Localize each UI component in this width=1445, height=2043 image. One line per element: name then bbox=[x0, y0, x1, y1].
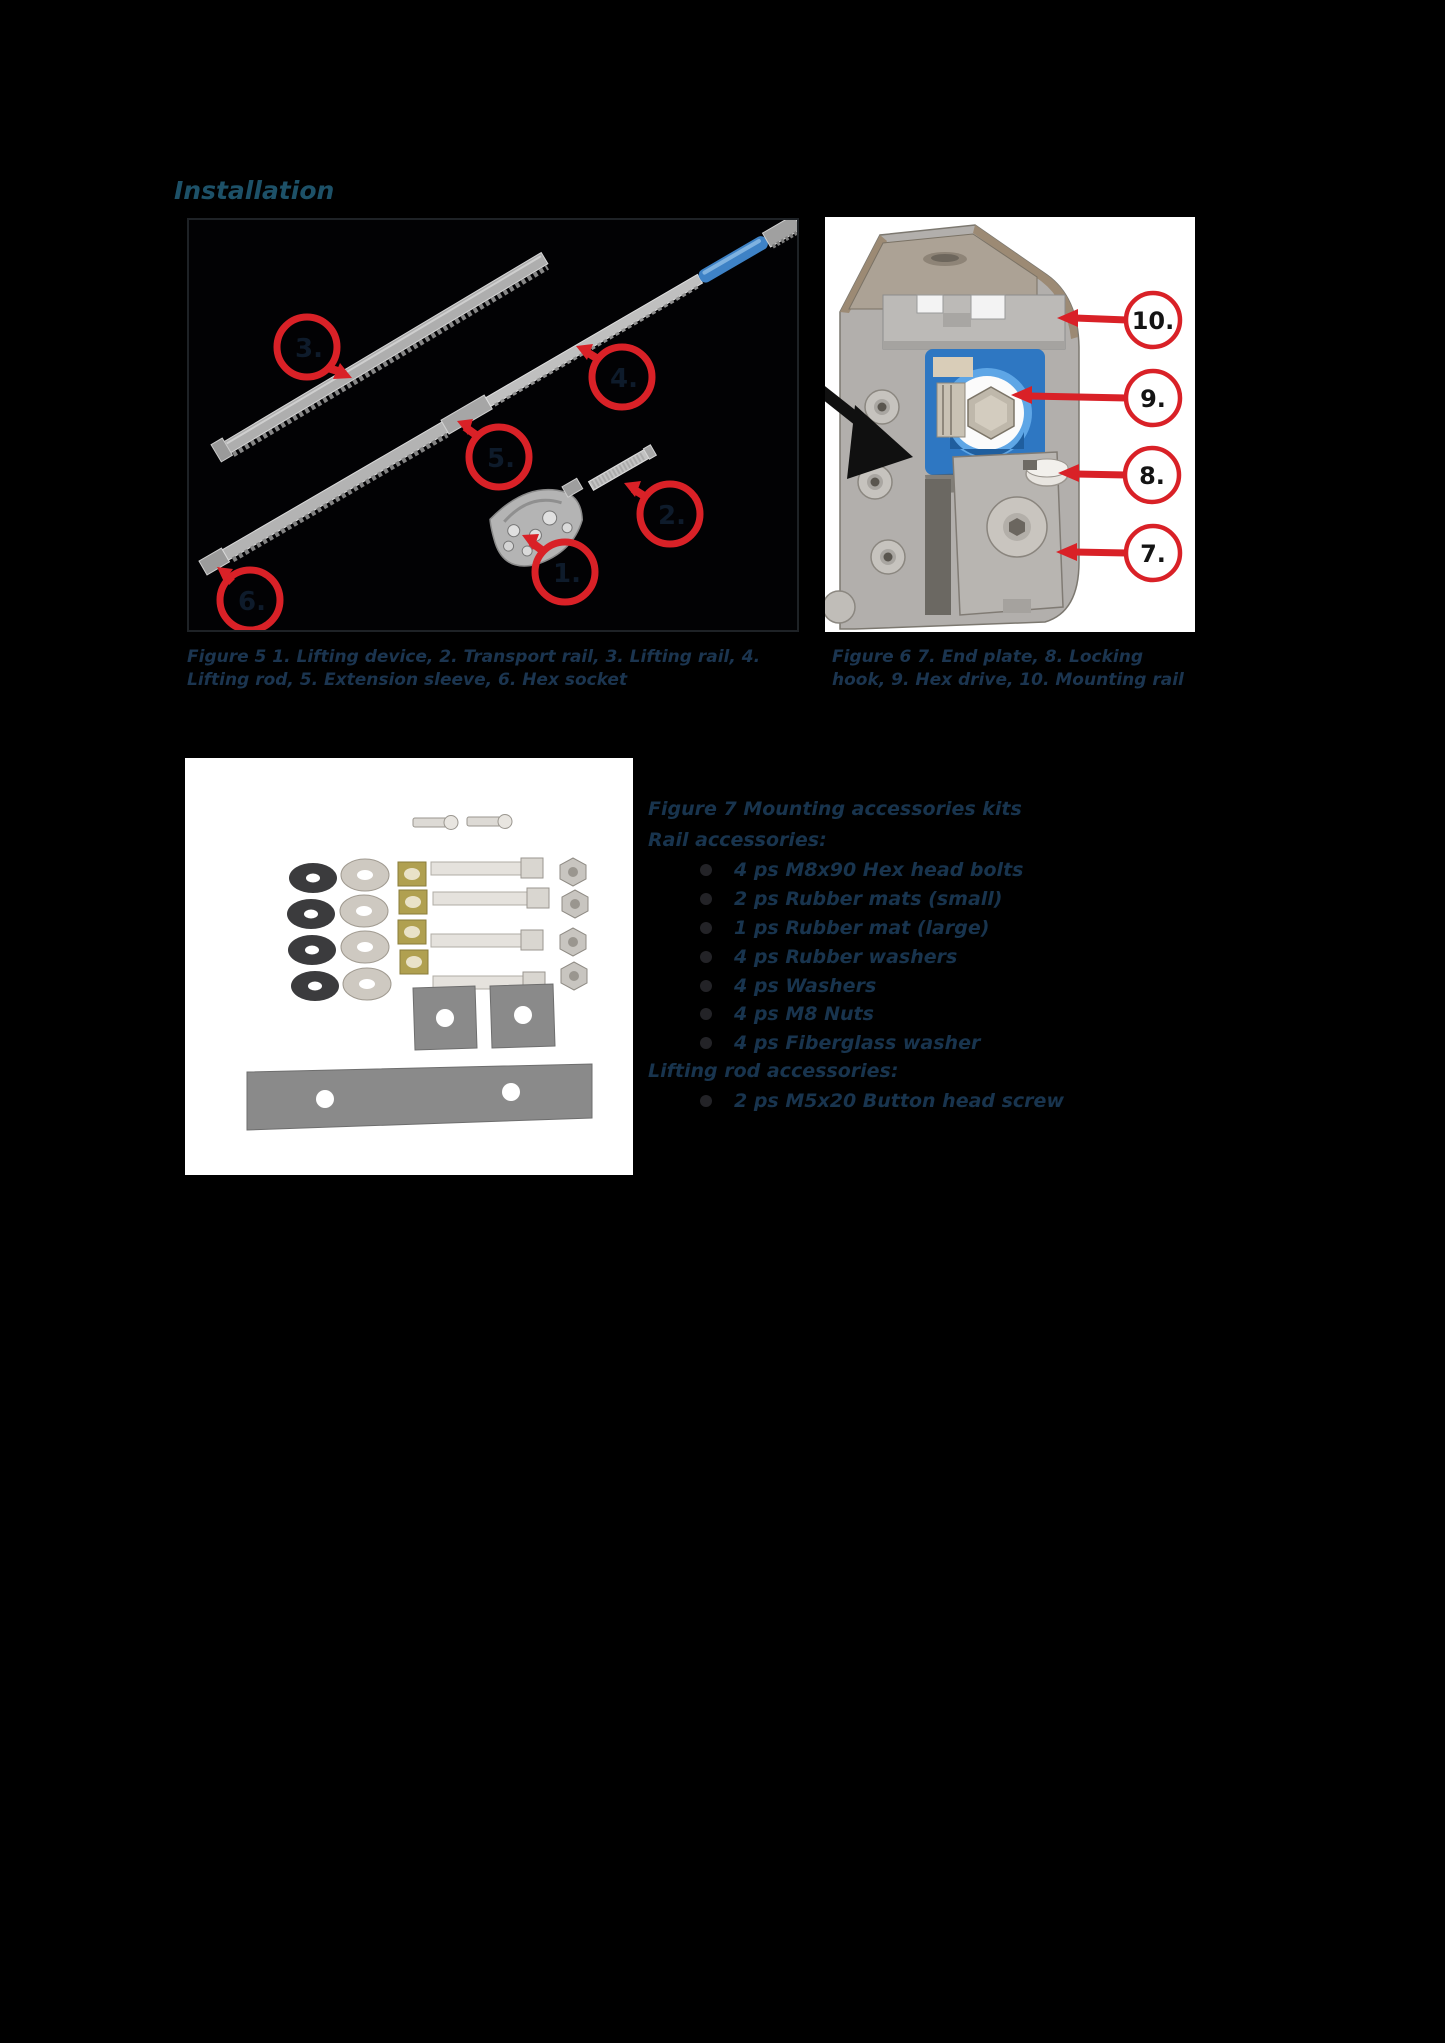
lifting-rod-drawing bbox=[198, 220, 797, 576]
svg-text:6.: 6. bbox=[238, 587, 266, 617]
list-item: 4 ps Washers bbox=[700, 971, 1208, 1000]
list-item: 4 ps Rubber washers bbox=[700, 942, 1208, 971]
lifting-rod-accessories-heading: Lifting rod accessories: bbox=[648, 1059, 899, 1082]
svg-text:4.: 4. bbox=[610, 364, 638, 394]
list-item: 4 ps Fiberglass washer bbox=[700, 1029, 1208, 1058]
figure5-caption: Figure 5 1. Lifting device, 2. Transport… bbox=[187, 647, 761, 690]
figure6-svg: 10. 9. 8. 7. bbox=[825, 217, 1195, 632]
rubber-mat-large bbox=[246, 1063, 593, 1131]
locking-hook bbox=[1023, 458, 1069, 487]
hex-socket-part-drawing bbox=[561, 477, 584, 498]
fiberglass-washers bbox=[397, 861, 429, 975]
hex-nuts bbox=[559, 857, 589, 991]
bullet-icon bbox=[700, 950, 712, 963]
rail-accessories-heading: Rail accessories: bbox=[648, 829, 827, 851]
rail-accessories-list: 4 ps M8x90 Hex head bolts 2 ps Rubber ma… bbox=[648, 856, 1208, 1058]
steel-washers bbox=[339, 858, 392, 1001]
list-item: 2 ps M5x20 Button head screw bbox=[700, 1087, 1208, 1116]
svg-text:8.: 8. bbox=[1139, 462, 1165, 490]
bullet-icon bbox=[700, 1037, 712, 1050]
extension-sleeve-drawing bbox=[587, 444, 658, 492]
device-rim bbox=[973, 225, 1078, 339]
figure7-title: Figure 7 Mounting accessories kits bbox=[648, 798, 1022, 820]
figure5-callout-rings bbox=[216, 313, 704, 630]
figure6-callout-circles: 10. 9. 8. 7. bbox=[1122, 290, 1183, 583]
list-item: 2 ps Rubber mats (small) bbox=[700, 885, 1208, 914]
figure7-text-block: Figure 7 Mounting accessories kits Rail … bbox=[648, 796, 1208, 1115]
list-item: 1 ps Rubber mat (large) bbox=[700, 914, 1208, 943]
figure7-svg bbox=[185, 758, 633, 1175]
figure5-svg: 3. 4. 5. 2. 1. 6. bbox=[198, 220, 797, 630]
direction-arrow bbox=[825, 386, 913, 479]
figure5-lifting-rods-drawing: 3. 4. 5. 2. 1. 6. bbox=[187, 218, 799, 632]
svg-text:1.: 1. bbox=[553, 559, 581, 589]
blue-cross-section bbox=[925, 349, 1045, 475]
page-title: Installation bbox=[174, 176, 335, 205]
bullet-icon bbox=[700, 921, 712, 934]
socket-head-bolts bbox=[825, 389, 906, 624]
svg-text:3.: 3. bbox=[295, 334, 323, 364]
svg-text:7.: 7. bbox=[1140, 540, 1166, 568]
list-item: 4 ps M8 Nuts bbox=[700, 1000, 1208, 1029]
list-item: 4 ps M8x90 Hex head bolts bbox=[700, 856, 1208, 885]
lifting-rod-accessories-list: 2 ps M5x20 Button head screw bbox=[648, 1087, 1208, 1116]
figure6-callout-arrows bbox=[1011, 309, 1128, 561]
figure5-callout-numbers: 3. 4. 5. 2. 1. 6. bbox=[238, 334, 686, 617]
svg-text:5.: 5. bbox=[487, 444, 515, 474]
svg-text:2.: 2. bbox=[658, 501, 686, 531]
transport-rail-drawing bbox=[210, 251, 549, 463]
bullet-icon bbox=[700, 979, 712, 992]
bullet-icon bbox=[700, 864, 712, 877]
figure5-callout-arrowheads bbox=[217, 344, 641, 582]
svg-text:9.: 9. bbox=[1140, 385, 1166, 413]
bullet-icon bbox=[700, 1008, 712, 1021]
bullet-icon bbox=[700, 893, 712, 906]
figure6-caption: Figure 6 7. End plate, 8. Locking hook, … bbox=[832, 647, 1184, 690]
rubber-mats-small bbox=[412, 983, 556, 1051]
bullet-icon bbox=[700, 1094, 712, 1107]
svg-text:10.: 10. bbox=[1132, 307, 1175, 335]
mounting-rail-profile bbox=[882, 294, 1066, 350]
figure7-accessories-image bbox=[185, 758, 633, 1175]
rubber-washers bbox=[287, 863, 339, 1001]
figure6-end-plate-cutaway: 10. 9. 8. 7. bbox=[825, 217, 1195, 632]
end-plate bbox=[952, 451, 1064, 616]
button-head-screws bbox=[412, 814, 513, 830]
lifting-device-drawing bbox=[489, 488, 584, 567]
